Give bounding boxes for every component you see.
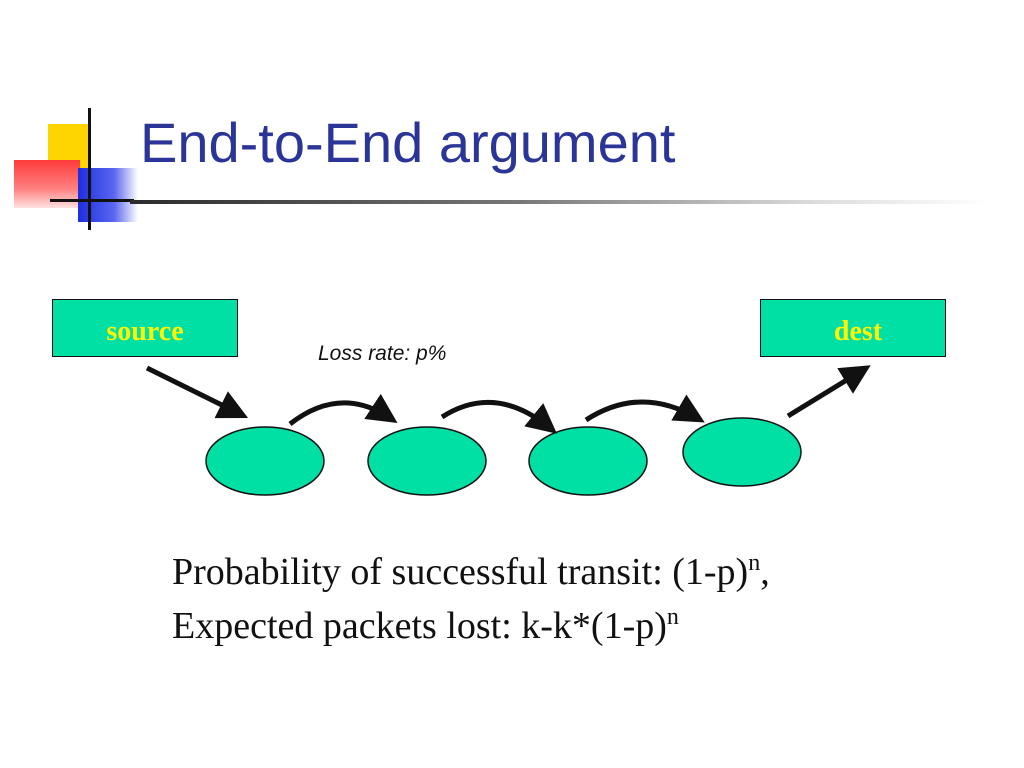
arrow-node-4-to-dest [786, 365, 871, 419]
probability-formula-text: Probability of successful transit: (1-p) [172, 551, 749, 593]
router-node-2 [367, 426, 487, 496]
probability-formula-line: Probability of successful transit: (1-p)… [172, 545, 770, 599]
router-node-1 [205, 426, 325, 496]
expected-loss-formula-line: Expected packets lost: k-k*(1-p)n [172, 599, 770, 653]
arrow-node-1-to-node-2 [288, 393, 398, 426]
probability-formula-exponent: n [748, 550, 761, 576]
dest-box: dest [760, 299, 946, 357]
loss-rate-label: Loss rate: p% [318, 342, 447, 365]
probability-formula-tail: , [760, 551, 770, 593]
expected-loss-formula-exponent: n [666, 604, 679, 630]
arrow-node-2-to-node-3 [440, 399, 557, 434]
arrow-node-3-to-node-4 [584, 394, 705, 423]
source-label: source [106, 316, 184, 347]
router-node-3 [528, 426, 648, 496]
router-node-4 [682, 417, 802, 487]
logo-vertical-line [88, 108, 91, 230]
formula-block: Probability of successful transit: (1-p)… [172, 545, 770, 653]
dest-label: dest [833, 316, 883, 347]
arrow-source-to-node-1 [145, 365, 249, 419]
slide-logo-decoration [0, 0, 160, 240]
slide-title: End-to-End argument [140, 111, 676, 174]
logo-horizontal-line [50, 199, 134, 202]
title-underline [130, 200, 990, 204]
expected-loss-formula-text: Expected packets lost: k-k*(1-p) [172, 605, 667, 647]
source-box: source [52, 299, 238, 357]
